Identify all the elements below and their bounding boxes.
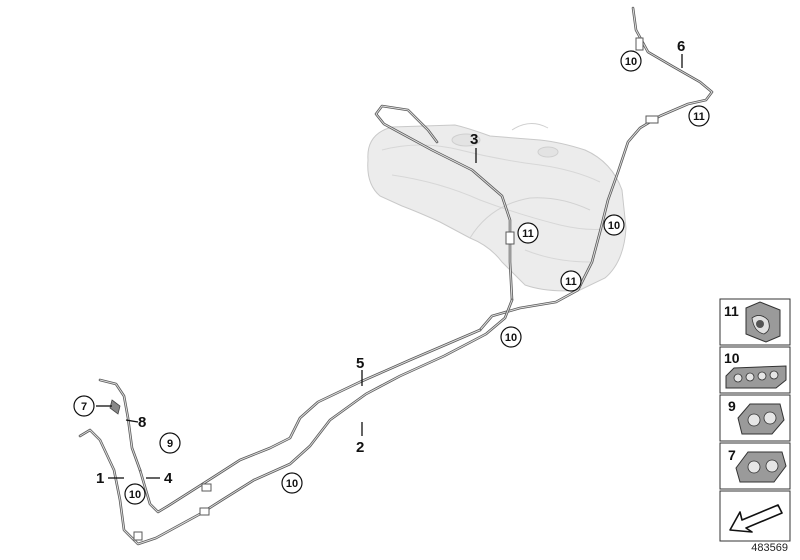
callout-5: 5 (356, 355, 364, 372)
circled-callout-11-c: 11 (560, 270, 582, 292)
circled-callout-11-b: 11 (517, 222, 539, 244)
circled-callout-10-b: 10 (603, 214, 625, 236)
fuel-line-3 (374, 104, 515, 302)
parts-key-panel: 11 10 9 (719, 298, 791, 542)
fuel-line-6 (478, 6, 714, 332)
circled-callouts: 7 9 10 10 10 10 10 11 (73, 50, 710, 505)
callout-8: 8 (138, 414, 146, 431)
callout-2: 2 (356, 439, 364, 456)
svg-text:11: 11 (522, 228, 534, 240)
circled-callout-9: 9 (159, 432, 181, 454)
diagram-id: 483569 (751, 542, 788, 554)
svg-text:9: 9 (167, 438, 173, 450)
svg-text:11: 11 (724, 303, 739, 319)
circled-callout-10-d: 10 (281, 472, 303, 494)
svg-text:7: 7 (728, 447, 736, 463)
circled-callout-7: 7 (73, 395, 95, 417)
fuel-line-5 (138, 328, 482, 514)
plain-callouts: 1 2 3 4 5 6 8 (96, 38, 685, 487)
fuel-line-2 (78, 298, 514, 546)
arrow-down-left-icon[interactable] (719, 490, 791, 542)
clip-10-icon (725, 365, 787, 389)
svg-text:10: 10 (625, 56, 637, 68)
callout-1: 1 (96, 470, 104, 487)
svg-text:10: 10 (724, 350, 740, 366)
svg-text:9: 9 (728, 398, 736, 414)
callout-6: 6 (677, 38, 685, 55)
key-row-11[interactable]: 11 (719, 298, 791, 346)
callout-4: 4 (164, 470, 173, 487)
clip-9-icon (737, 403, 785, 435)
circled-callout-10-e: 10 (124, 483, 146, 505)
circled-callout-10-a: 10 (620, 50, 642, 72)
clip-11-icon (745, 301, 781, 343)
circled-callout-10-c: 10 (500, 326, 522, 348)
key-row-7[interactable]: 7 (719, 442, 791, 490)
leader-lines (96, 54, 683, 479)
key-row-10[interactable]: 10 (719, 346, 791, 394)
svg-text:7: 7 (81, 401, 87, 413)
circled-callout-11-a: 11 (688, 105, 710, 127)
svg-text:11: 11 (565, 276, 577, 288)
fuel-tank (367, 123, 627, 292)
svg-text:10: 10 (505, 332, 517, 344)
key-row-9[interactable]: 9 (719, 394, 791, 442)
fuel-line-4 (98, 378, 142, 472)
svg-text:10: 10 (129, 489, 141, 501)
callout-3: 3 (470, 131, 478, 148)
svg-text:10: 10 (286, 478, 298, 490)
svg-text:11: 11 (693, 111, 705, 123)
svg-text:10: 10 (608, 220, 620, 232)
clip-7-icon (735, 451, 787, 483)
